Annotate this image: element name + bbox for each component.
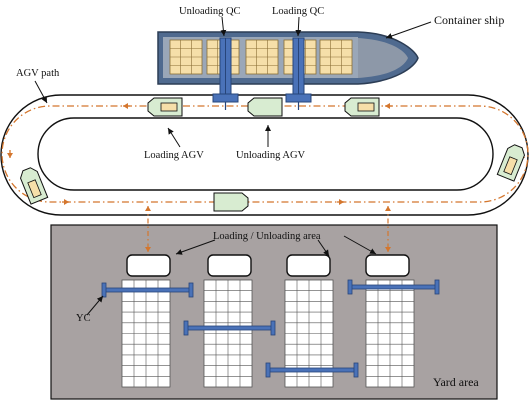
yard-area (50, 224, 498, 400)
ship-bay-5 (319, 39, 353, 75)
agv-bottom (213, 192, 249, 212)
agv-right-curve (496, 144, 525, 182)
slot-empty-3 (286, 254, 331, 277)
container-ship-pointer (385, 21, 432, 39)
agv-unloading-top (247, 97, 283, 117)
slot-agv-1 (126, 254, 171, 277)
ship-bay-1 (169, 39, 203, 75)
agv-loading-top (147, 97, 183, 117)
agv-track (0, 94, 529, 216)
yard-block-2 (203, 279, 253, 388)
ship-bay-3 (245, 39, 279, 75)
yc-pointer (86, 295, 104, 316)
loading-qc-pointer (295, 16, 302, 37)
track-inner (37, 117, 494, 191)
pointer-arrows (34, 16, 432, 316)
unloading-agv-label: Unloading AGV (236, 150, 306, 161)
ship-bow (358, 38, 408, 78)
loading-unloading-area-label: Loading / Unloading area (213, 231, 321, 242)
yard-area-label: Yard area (433, 375, 479, 389)
yard-crane-1 (101, 282, 194, 298)
ship-container-bays (169, 39, 353, 75)
container-ship-label: Container ship (434, 13, 504, 27)
loading-agv-pointer (167, 127, 181, 148)
unloading-qc-pointer (220, 16, 227, 37)
slot-empty-2 (207, 254, 252, 277)
unloading-qc (212, 37, 239, 110)
area-pointer-mid (317, 239, 330, 257)
loading-qc (285, 37, 312, 110)
agv-path-label: AGV path (16, 68, 60, 79)
loading-qc-label: Loading QC (272, 6, 324, 17)
yard-block-4 (365, 279, 415, 388)
area-pointer-right (343, 235, 377, 255)
yard-crane-4 (347, 279, 440, 295)
area-pointer-left (175, 239, 216, 255)
agv-left-curve (20, 167, 49, 205)
yc-label: YC (76, 313, 91, 324)
agv-path-route (1, 105, 529, 203)
container-ship (157, 31, 419, 85)
yard-crane-2 (183, 320, 276, 336)
yard-block-1 (121, 279, 171, 388)
agv-path-pointer (34, 80, 48, 104)
yard-crane-3 (265, 362, 359, 378)
yard-cranes (101, 279, 440, 378)
unloading-qc-label: Unloading QC (179, 6, 241, 17)
loading-agv-label: Loading AGV (144, 150, 204, 161)
agv-top-right (344, 97, 380, 117)
slot-agv-4 (365, 254, 410, 277)
yard-background (50, 224, 498, 400)
